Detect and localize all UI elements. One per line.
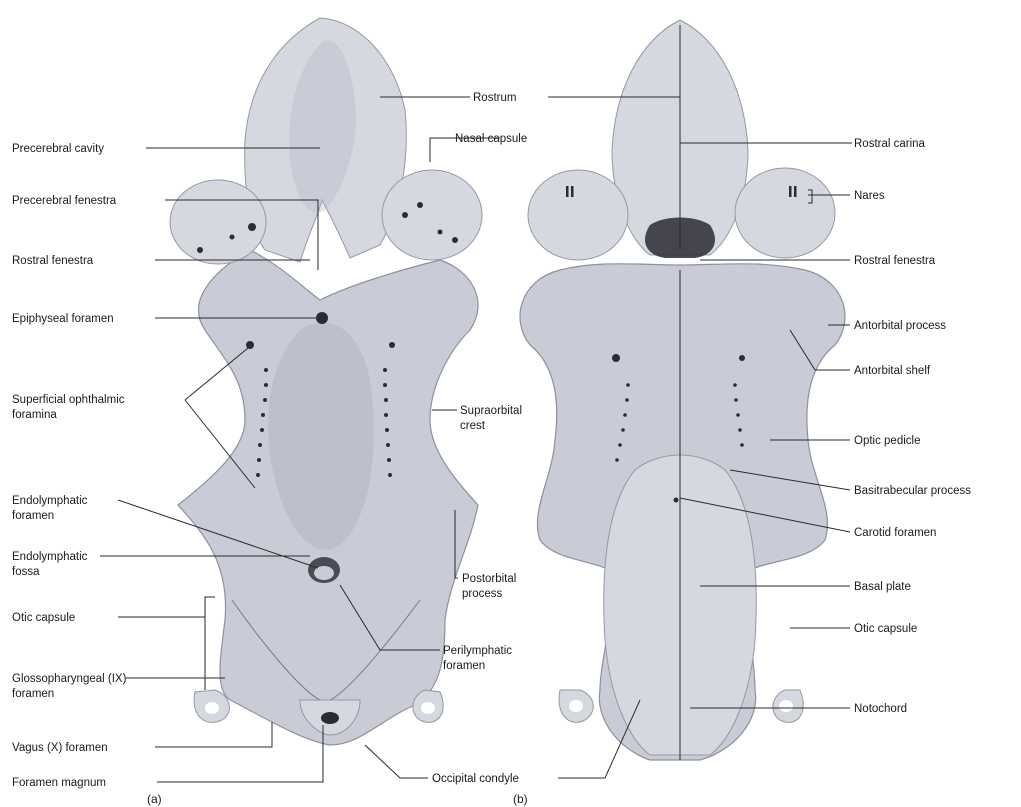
label-basal-plate: Basal plate: [854, 581, 911, 593]
label-endolymphatic-foramen-1: Endolymphatic: [12, 495, 88, 507]
label-antorbital-process: Antorbital process: [854, 320, 946, 332]
label-nares: Nares: [854, 190, 885, 202]
label-precerebral-cavity: Precerebral cavity: [12, 143, 104, 155]
label-nasal-capsule: Nasal capsule: [455, 133, 527, 145]
label-epiphyseal-foramen: Epiphyseal foramen: [12, 313, 114, 325]
label-rostral-carina: Rostral carina: [854, 138, 926, 150]
caption-panel-b: (b): [513, 792, 528, 806]
caption-panel-a: (a): [147, 792, 162, 806]
label-vagus-foramen: Vagus (X) foramen: [12, 742, 108, 754]
label-endolymphatic-fossa-1: Endolymphatic: [12, 551, 88, 563]
label-endolymphatic-fossa-2: fossa: [12, 566, 40, 578]
label-supraorbital-crest-2: crest: [460, 420, 486, 432]
label-otic-capsule-a: Otic capsule: [12, 612, 75, 624]
label-basitrabecular-process: Basitrabecular process: [854, 485, 971, 497]
label-supraorbital-crest-1: Supraorbital: [460, 405, 522, 417]
label-rostral-fenestra-b: Rostral fenestra: [854, 255, 936, 267]
label-carotid-foramen: Carotid foramen: [854, 527, 936, 539]
label-endolymphatic-foramen-2: foramen: [12, 510, 54, 522]
label-superficial-ophthalmic-1: Superficial ophthalmic: [12, 394, 125, 406]
label-notochord: Notochord: [854, 703, 907, 715]
label-occipital-condyle: Occipital condyle: [432, 773, 519, 785]
label-postorbital-process-2: process: [462, 588, 503, 600]
label-glossopharyngeal-1: Glossopharyngeal (IX): [12, 673, 127, 685]
label-glossopharyngeal-2: foramen: [12, 688, 54, 700]
label-foramen-magnum: Foramen magnum: [12, 777, 106, 789]
skull-dorsal-view: [170, 18, 482, 745]
label-otic-capsule-b: Otic capsule: [854, 623, 917, 635]
label-precerebral-fenestra: Precerebral fenestra: [12, 195, 117, 207]
label-rostrum: Rostrum: [473, 92, 516, 104]
label-rostral-fenestra-a: Rostral fenestra: [12, 255, 94, 267]
label-perilymphatic-foramen-2: foramen: [443, 660, 485, 672]
skull-ventral-view: [520, 20, 845, 760]
label-optic-pedicle: Optic pedicle: [854, 435, 920, 447]
label-postorbital-process-1: Postorbital: [462, 573, 516, 585]
label-antorbital-shelf: Antorbital shelf: [854, 365, 931, 377]
label-perilymphatic-foramen-1: Perilymphatic: [443, 645, 512, 657]
label-superficial-ophthalmic-2: foramina: [12, 409, 57, 421]
